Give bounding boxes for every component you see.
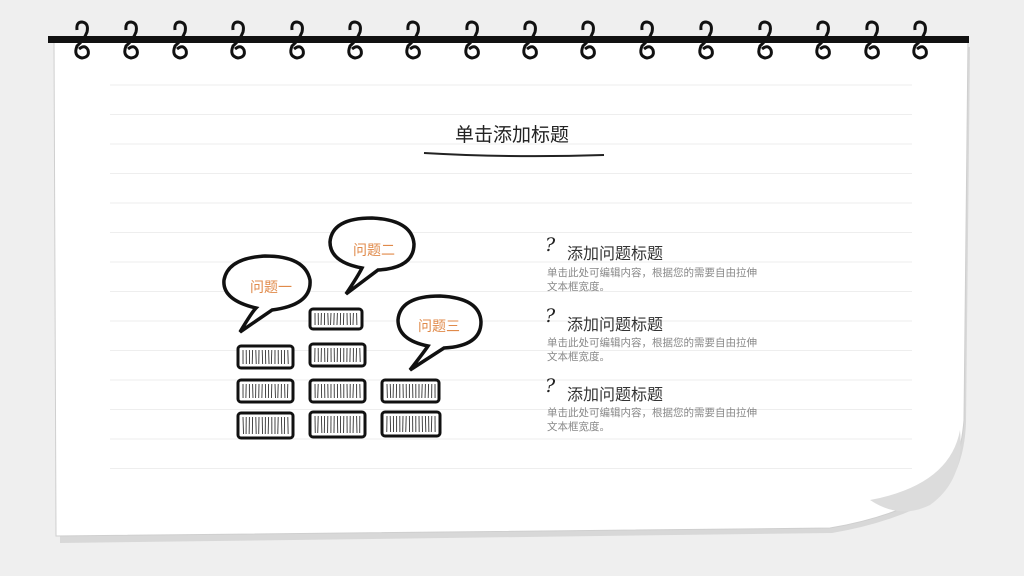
- item-title-3[interactable]: 添加问题标题: [567, 381, 663, 405]
- binding-bar: [48, 36, 969, 43]
- sketch-block: [382, 380, 439, 402]
- sketch-block: [310, 412, 365, 437]
- question-mark-icon: ?: [545, 375, 555, 397]
- item-body-2[interactable]: 单击此处可编辑内容，根据您的需要自由拉伸文本框宽度。: [547, 336, 767, 364]
- question-mark-icon: ?: [545, 305, 555, 327]
- sketch-block: [310, 344, 365, 366]
- bubble-label-3: 问题三: [399, 316, 479, 336]
- sketch-block: [238, 413, 293, 438]
- question-mark-icon: ?: [545, 234, 555, 256]
- sketch-block: [310, 380, 365, 402]
- sketch-block: [238, 346, 293, 368]
- item-body-1[interactable]: 单击此处可编辑内容，根据您的需要自由拉伸文本框宽度。: [547, 266, 767, 294]
- bubble-label-2: 问题二: [334, 240, 414, 260]
- item-title-2[interactable]: 添加问题标题: [567, 311, 663, 335]
- sketch-block: [310, 309, 362, 329]
- item-title-1[interactable]: 添加问题标题: [567, 240, 663, 264]
- bubble-label-1: 问题一: [231, 277, 311, 297]
- sketch-block: [382, 412, 440, 436]
- item-body-3[interactable]: 单击此处可编辑内容，根据您的需要自由拉伸文本框宽度。: [547, 406, 767, 434]
- sketch-block: [238, 380, 293, 402]
- slide-title[interactable]: 单击添加标题: [0, 120, 1024, 147]
